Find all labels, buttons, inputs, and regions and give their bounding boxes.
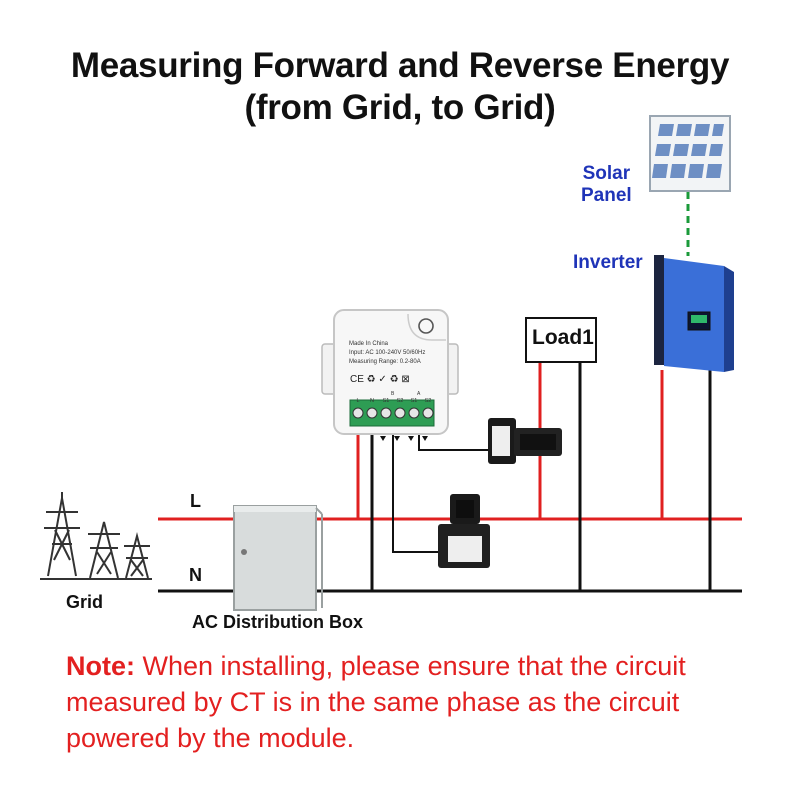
terminal-label: N: [370, 398, 374, 404]
live-line-label: L: [190, 491, 201, 511]
terminal-label: S2: [397, 398, 404, 404]
module-range: Measuring Range: 0.2-80A: [349, 359, 421, 365]
note-text: When installing, please ensure that the …: [66, 651, 686, 753]
terminal-label: S1: [383, 398, 390, 404]
inverter-icon: [654, 255, 734, 372]
diagram-title-line2: (from Grid, to Grid): [244, 88, 556, 127]
note-prefix: Note:: [66, 651, 135, 681]
module-made-in: Made In China: [349, 341, 389, 347]
grid-label: Grid: [66, 592, 104, 612]
diagram-title-line1: Measuring Forward and Reverse Energy: [70, 46, 730, 85]
solar-panel-label-line1: Solar: [582, 163, 631, 184]
energy-module-icon: [321, 309, 459, 435]
module-group-b: B: [391, 391, 395, 397]
solar-panel-label-line2: Panel: [581, 185, 632, 206]
module-marks: CE ♻ ✓ ♻ ⊠: [350, 374, 410, 385]
load-label: Load1: [532, 326, 594, 349]
ct-b-wire: [392, 432, 438, 553]
neutral-line-label: N: [189, 565, 202, 585]
ct-clamp-b-icon: [438, 494, 490, 568]
power-tower-icon: [44, 492, 150, 579]
ct-a-wire: [418, 432, 490, 451]
installation-note: Note: When installing, please ensure tha…: [66, 648, 766, 756]
distribution-box-label: AC Distribution Box: [192, 612, 363, 632]
terminal-label: S1: [411, 398, 418, 404]
inverter-label: Inverter: [573, 252, 643, 273]
module-group-a: A: [417, 391, 421, 397]
ct-clamp-a-icon: [488, 418, 562, 464]
terminal-label: L: [356, 398, 359, 404]
solar-panel-icon: [649, 115, 731, 192]
terminal-label: S2: [425, 398, 432, 404]
module-input: Input: AC 100-240V 50/60Hz: [349, 350, 425, 356]
distribution-box-icon: [233, 505, 323, 611]
load-box: [525, 317, 597, 363]
solar-panel-label: Solar Panel: [581, 163, 632, 207]
